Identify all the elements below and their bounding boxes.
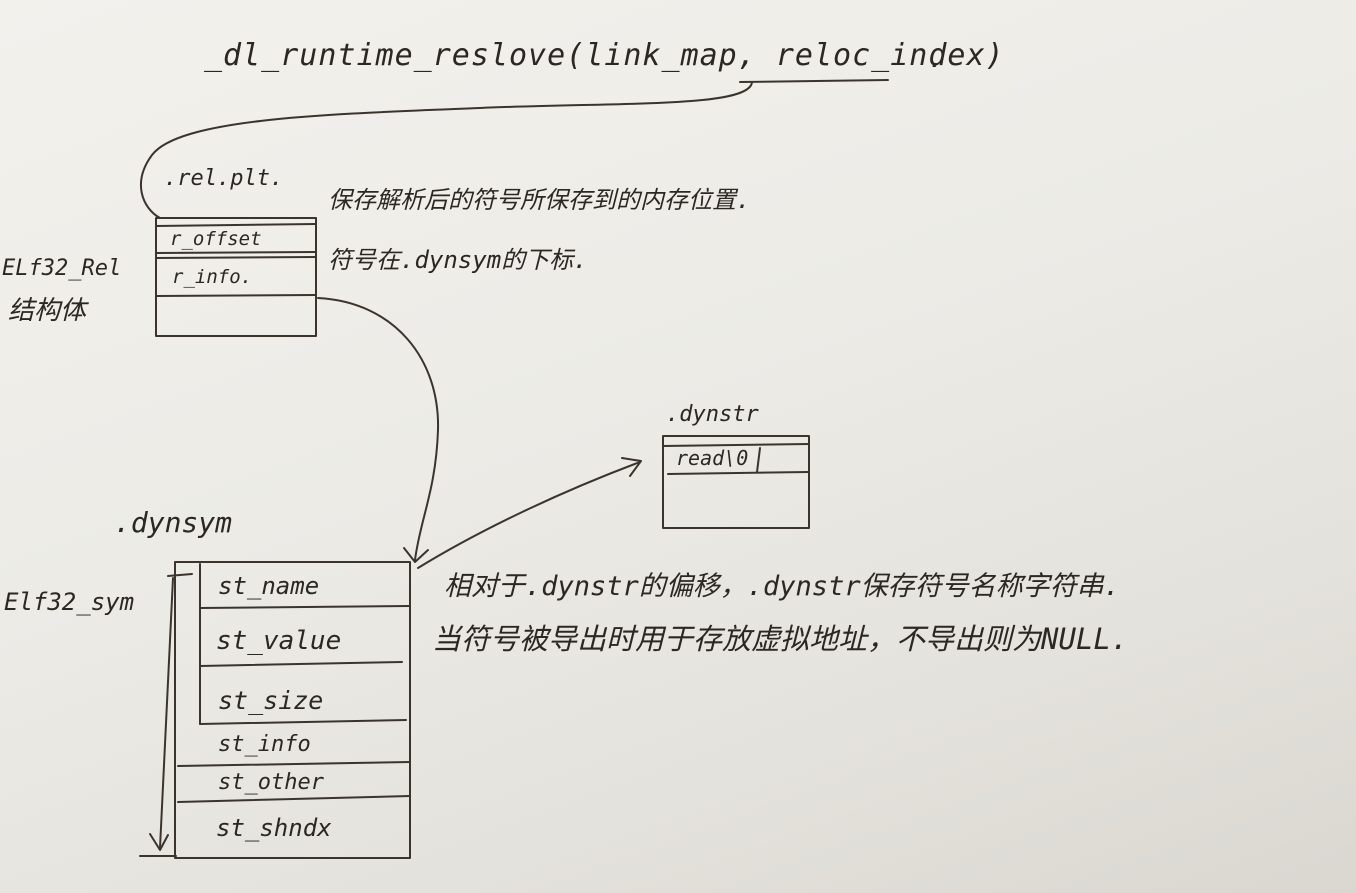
dynsym-field-st-other: st_other: [218, 770, 324, 795]
dynsym-top-tick: [167, 573, 193, 577]
dynsym-box: [174, 561, 411, 859]
stname-to-dynstr-arrow: [417, 461, 641, 569]
dynsym-row-line-5: [177, 795, 411, 803]
dynstr-row-line-1: [662, 443, 810, 447]
title-dot: .: [928, 44, 944, 74]
dynstr-row-line-2: [667, 471, 809, 475]
relplt-row-line-2: [155, 251, 317, 254]
dynsym-field-st-info: st_info: [218, 732, 311, 757]
dynsym-row-line-3: [199, 719, 407, 725]
dynsym-field-st-value: st_value: [216, 626, 342, 656]
stname-note: 相对于.dynstr的偏移，.dynstr保存符号名称字符串.: [444, 571, 1120, 602]
relplt-box: [155, 217, 317, 337]
dynstr-box: [662, 435, 810, 529]
relplt-field-rinfo: r_info.: [172, 266, 253, 288]
relplt-field-roffset: r_offset: [170, 228, 262, 250]
dynsym-row-line-4: [177, 761, 411, 767]
dynsym-field-st-size: st_size: [218, 686, 324, 715]
function-call-title: _dl_runtime_reslove(link_map, reloc_inde…: [204, 38, 1005, 73]
relplt-row-line-3: [155, 256, 317, 259]
dynsym-row-line-2: [199, 661, 403, 667]
stname-arrowhead: [621, 457, 642, 477]
dynstr-section-label: .dynstr: [666, 402, 759, 427]
dynstr-cell-divider: [756, 447, 761, 473]
rinfo-arrowhead: [403, 547, 429, 563]
stvalue-note: 当符号被导出时用于存放虚拟地址，不导出则为NULL.: [432, 622, 1129, 656]
dynsym-section-label: .dynsym: [114, 506, 233, 539]
relplt-section-label: .rel.plt.: [164, 166, 284, 191]
struct-label: 结构体: [8, 296, 87, 326]
relplt-row-line-4: [155, 294, 317, 297]
dynsym-field-st-name: st_name: [218, 572, 320, 600]
rinfo-to-dynsym-arrow: [317, 297, 440, 561]
dynsym-row-line-1: [199, 605, 411, 609]
dynstr-entry: read\0: [676, 446, 749, 470]
dynsym-size-arrowhead: [149, 833, 169, 851]
rinfo-note: 符号在.dynsym的下标.: [328, 246, 588, 274]
elf32-sym-label: Elf32_sym: [4, 588, 135, 616]
elf32-rel-label: ELf32_Rel: [2, 256, 122, 281]
reloc-to-relplt-arrow: [139, 81, 753, 219]
dynsym-size-arrow: [159, 577, 174, 849]
reloc-index-underline: [739, 79, 889, 83]
dynsym-field-st-shndx: st_shndx: [216, 814, 332, 842]
relplt-row-line-1: [155, 223, 317, 227]
roffset-note: 保存解析后的符号所保存到的内存位置.: [328, 186, 751, 214]
